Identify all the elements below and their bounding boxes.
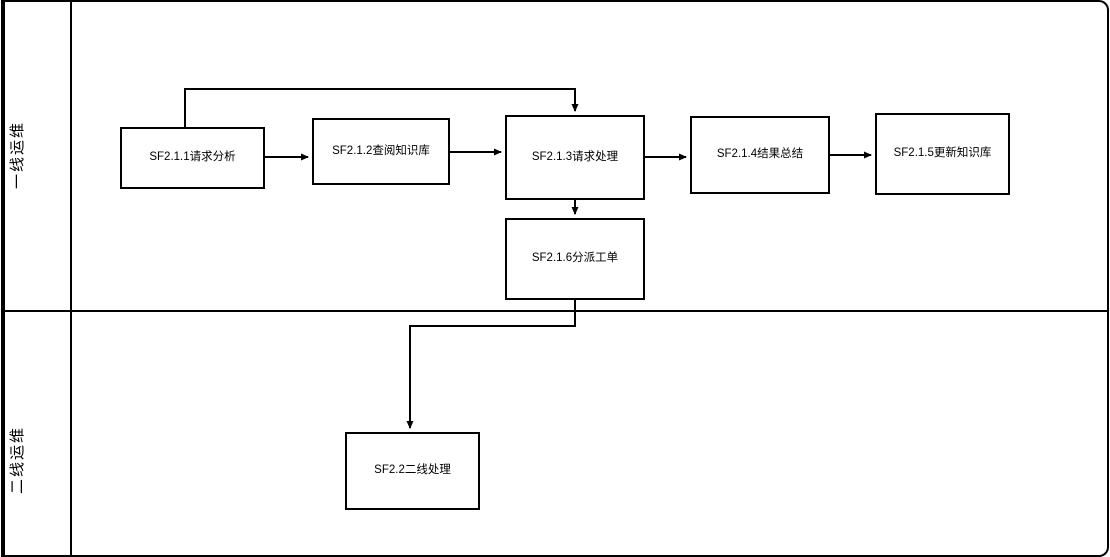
node-sf22-second-line-processing: SF2.2二线处理 [345,432,480,510]
lane-label-second-line-ops: 二线运维 [8,426,26,495]
node-sf215-update-knowledge-base: SF2.1.5更新知识库 [875,113,1010,195]
edge-sf216-sf22 [406,300,576,429]
lane-label-column-divider [70,0,72,557]
node-sf214-result-summary: SF2.1.4结果总结 [690,116,830,194]
lane-label-first-line-ops: 一线运维 [8,121,26,190]
node-sf216-dispatch-work-order: SF2.1.6分派工单 [505,218,645,300]
lane-divider [1,310,1109,312]
node-sf212-consult-knowledge-base: SF2.1.2查阅知识库 [312,118,450,185]
node-sf213-request-processing: SF2.1.3请求处理 [505,115,645,200]
node-sf211-request-analysis: SF2.1.1请求分析 [120,127,265,189]
